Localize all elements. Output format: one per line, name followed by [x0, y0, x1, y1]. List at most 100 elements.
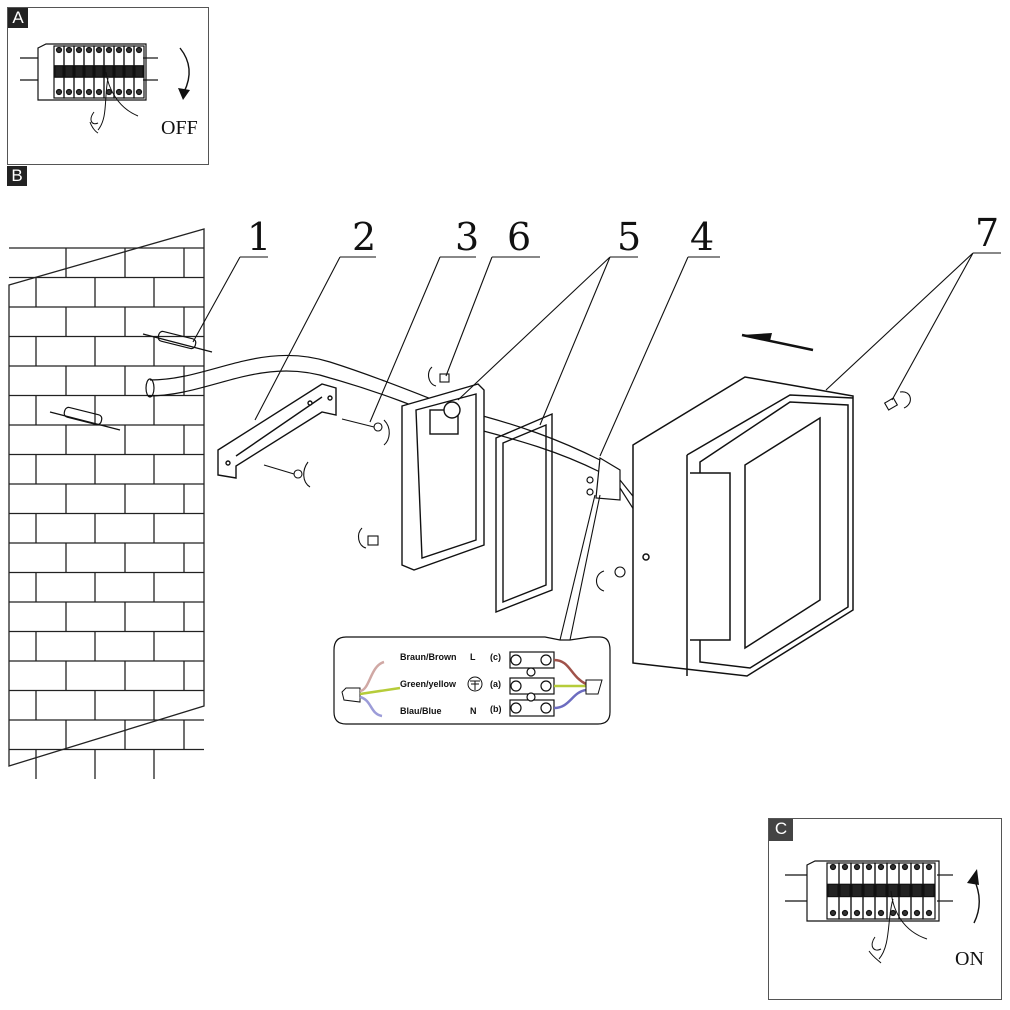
- hand-icon: [868, 890, 928, 964]
- terminal-screw: [877, 863, 885, 871]
- power-cable: [145, 354, 601, 473]
- breaker-switch: [923, 883, 935, 898]
- terminal-screw: [865, 863, 873, 871]
- terminal-screw: [55, 46, 63, 54]
- step-c-panel: C ON: [768, 818, 1002, 1000]
- wiring-diagram-inset: Braun/Brown Green/yellow Blau/Blue L N (…: [333, 636, 611, 725]
- terminal-b: (b): [490, 704, 502, 714]
- terminal-screw: [829, 863, 837, 871]
- terminal-screw: [889, 909, 897, 917]
- breaker-switch: [54, 65, 64, 78]
- terminal-screw: [105, 88, 113, 96]
- step-b-tag: B: [7, 166, 27, 186]
- breaker-switch: [899, 883, 911, 898]
- step-a-panel: A OFF: [7, 7, 209, 165]
- terminal-screw: [829, 909, 837, 917]
- callout-3: 3: [455, 215, 479, 259]
- terminal-a: (a): [490, 679, 501, 689]
- breaker-off-illustration: OFF: [20, 43, 198, 139]
- housing-screw-top: [427, 366, 450, 387]
- terminal-screw: [65, 46, 73, 54]
- terminal-screw: [75, 88, 83, 96]
- mounting-bracket: [217, 383, 337, 479]
- breaker-switch: [839, 883, 851, 898]
- symbol-neutral: N: [470, 706, 477, 716]
- bracket-screw-upper: [341, 418, 390, 446]
- terminal-screw: [853, 863, 861, 871]
- lamp-body: [632, 376, 854, 677]
- callout-5: 5: [617, 215, 641, 259]
- terminal-screw: [85, 46, 93, 54]
- gasket-frame: [495, 412, 553, 614]
- wall-plug-lower: [49, 406, 121, 431]
- terminal-screw: [841, 863, 849, 871]
- terminal-screw: [125, 46, 133, 54]
- breaker-switch: [887, 883, 899, 898]
- callout-4: 4: [690, 215, 714, 259]
- terminal-screw: [65, 88, 73, 96]
- direction-arrow-icon: [741, 333, 814, 352]
- breaker-switch: [827, 883, 839, 898]
- terminal-screw: [901, 863, 909, 871]
- terminal-screw: [55, 88, 63, 96]
- wall-plug-upper: [142, 330, 213, 353]
- breaker-switch: [134, 65, 144, 78]
- wire-green-yellow-left: [359, 686, 401, 696]
- breaker-switch: [94, 65, 104, 78]
- terminal-screw: [105, 46, 113, 54]
- terminal-screw: [115, 88, 123, 96]
- terminal-blocks: [509, 651, 555, 717]
- terminal-screw: [841, 909, 849, 917]
- lamp-screw-top: [883, 391, 911, 411]
- callout-numbers: 1 2 3 6 5 4 7: [247, 211, 999, 259]
- brick-wall: [8, 228, 205, 779]
- step-a-tag: A: [8, 8, 28, 28]
- callout-7: 7: [975, 211, 999, 255]
- breaker-switch: [84, 65, 94, 78]
- wire-blue-left: [359, 695, 383, 718]
- bracket-screw-lower: [263, 461, 311, 488]
- breaker-switch: [875, 883, 887, 898]
- terminal-screw: [135, 88, 143, 96]
- terminal-c: (c): [490, 652, 501, 662]
- callout-6: 6: [507, 215, 531, 259]
- breaker-switch: [74, 65, 84, 78]
- terminal-screw: [925, 863, 933, 871]
- wire-brown-left: [359, 660, 385, 693]
- terminal-screw: [95, 46, 103, 54]
- on-label: ON: [955, 948, 984, 970]
- terminal-screw: [85, 88, 93, 96]
- breaker-switch: [124, 65, 134, 78]
- terminal-screw: [877, 909, 885, 917]
- terminal-screw: [95, 88, 103, 96]
- terminal-screw: [75, 46, 83, 54]
- symbol-live: L: [470, 652, 476, 662]
- callout-leaders: [192, 252, 1001, 641]
- earth-symbol-icon: [467, 676, 483, 692]
- breaker-switch: [911, 883, 923, 898]
- wire-label-blue: Blau/Blue: [400, 706, 442, 716]
- breaker-switch: [104, 65, 114, 78]
- wire-blue-right: [553, 688, 587, 710]
- callout-2: 2: [352, 215, 376, 259]
- rotate-down-arrow-icon: [179, 47, 190, 93]
- off-label: OFF: [161, 117, 198, 139]
- base-housing: [401, 383, 485, 571]
- terminal-screw: [925, 909, 933, 917]
- breaker-switch: [851, 883, 863, 898]
- terminal-screw: [913, 863, 921, 871]
- breaker-module: [133, 45, 145, 99]
- terminal-screw: [901, 909, 909, 917]
- callout-1: 1: [247, 215, 271, 259]
- wire-label-brown: Braun/Brown: [400, 652, 457, 662]
- lamp-screw-side: [595, 566, 626, 592]
- terminal-screw: [913, 909, 921, 917]
- terminal-screw: [125, 88, 133, 96]
- hand-icon: [89, 71, 139, 134]
- housing-screw-bottom: [357, 527, 379, 549]
- terminal-screw: [853, 909, 861, 917]
- wire-label-green-yellow: Green/yellow: [400, 679, 457, 689]
- terminal-screw: [865, 909, 873, 917]
- terminal-block: [586, 456, 637, 511]
- breaker-switch: [114, 65, 124, 78]
